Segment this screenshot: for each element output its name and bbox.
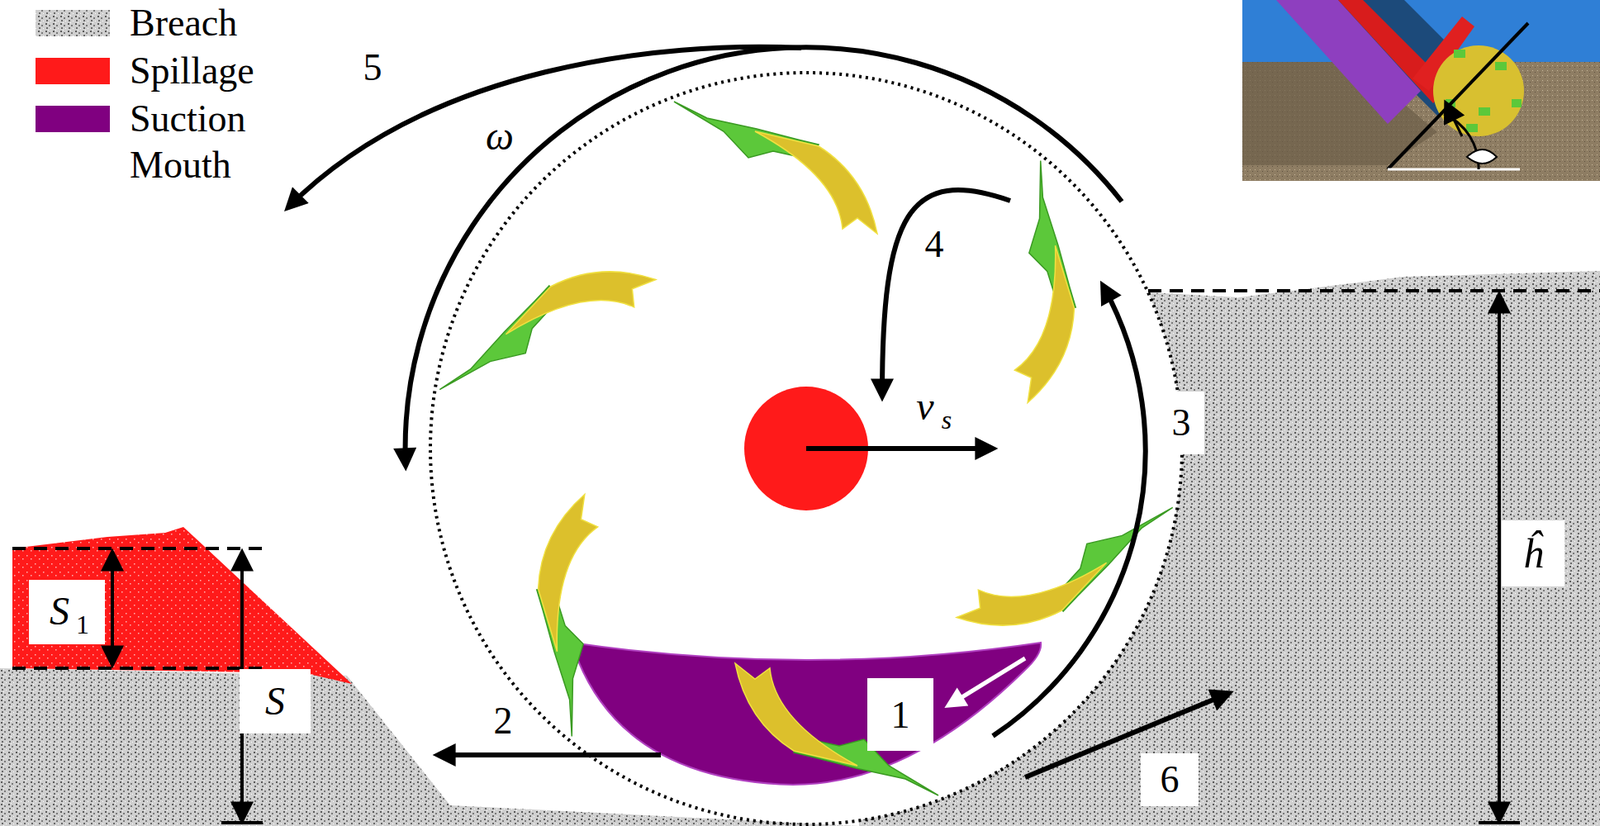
legend-text: Spillage (129, 47, 255, 95)
dimension-symbol: S (49, 591, 70, 632)
dimension-subscript: 1 (75, 611, 90, 638)
callout-number: 2 (493, 702, 513, 741)
inset-illustration (1242, 0, 1600, 181)
legend-text: Breach (129, 0, 238, 47)
callout-number: 1 (891, 696, 911, 735)
suction-mouth (570, 642, 1041, 785)
breach-ground (0, 270, 1600, 826)
dimension-symbol: S (265, 681, 285, 722)
dimension-symbol: ĥ (1523, 532, 1544, 575)
cutter-blades (439, 101, 1173, 796)
callout-number: 6 (1160, 760, 1180, 799)
callout-number: 5 (363, 48, 383, 87)
velocity-symbol: v (916, 386, 934, 427)
spillage-area (12, 527, 352, 684)
velocity-subscript: s (941, 406, 952, 433)
callout-number: 3 (1172, 403, 1192, 442)
legend-swatch (35, 57, 110, 85)
rotation-symbol: ω (485, 116, 514, 157)
callout-number: 4 (925, 225, 945, 264)
legend-text: Suction Mouth (129, 95, 295, 189)
cutter-circle (430, 72, 1183, 825)
breach-sample (35, 9, 110, 37)
legend-swatch (35, 105, 110, 133)
